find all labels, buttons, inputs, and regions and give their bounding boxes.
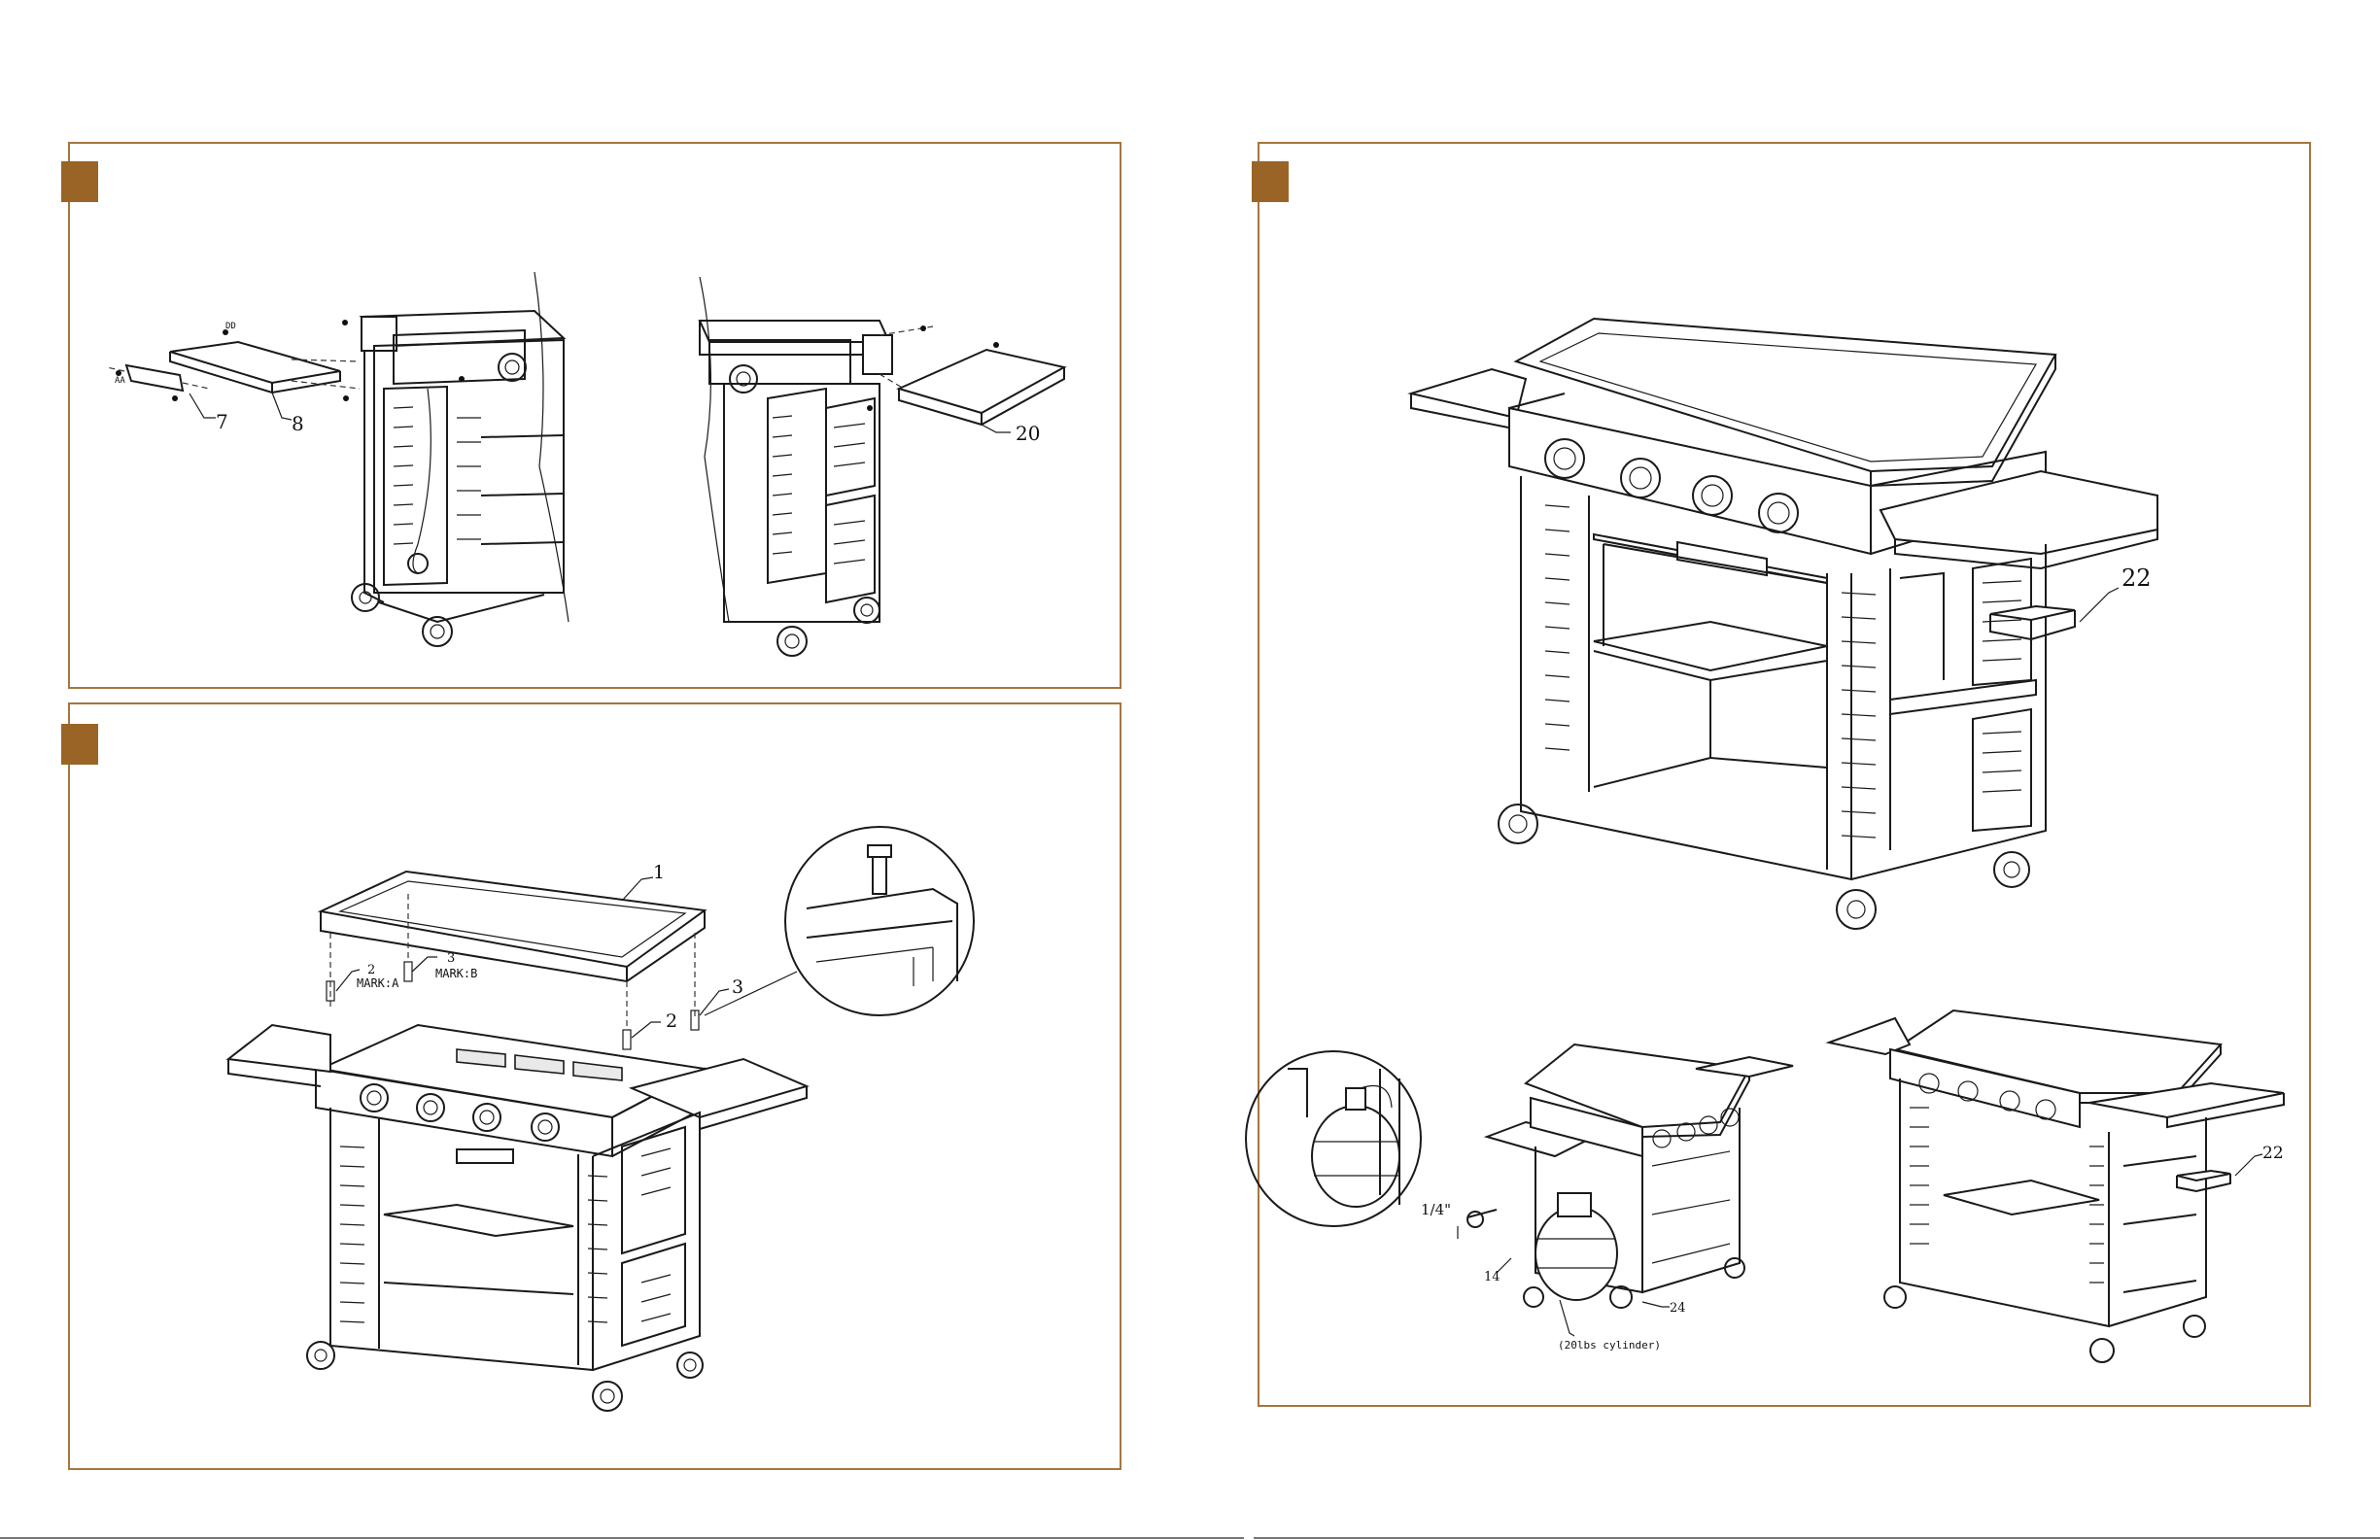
mark-a-label: MARK:A <box>357 976 399 990</box>
griddle-top-diagram <box>228 827 974 1411</box>
callout-2-right: 2 <box>666 1010 677 1032</box>
griddle-cart-diagram-final-small <box>1829 1010 2284 1362</box>
angle-label: 1/4" <box>1421 1201 1451 1218</box>
callout-20: 20 <box>1016 422 1040 445</box>
screw-label-dd: DD <box>225 322 236 331</box>
callout-14: 14 <box>1484 1270 1500 1284</box>
griddle-cart-diagram-right-side <box>700 277 1064 656</box>
callout-3-left: 3 <box>447 951 455 966</box>
callout-2-left: 2 <box>367 963 375 977</box>
callout-24: 24 <box>1670 1301 1686 1316</box>
callout-8: 8 <box>292 412 304 435</box>
callout-1: 1 <box>653 862 665 883</box>
propane-tank-diagram <box>1246 1044 1793 1336</box>
mark-b-label: MARK:B <box>435 967 477 980</box>
callout-22-small: 22 <box>2262 1144 2284 1163</box>
callout-3-right: 3 <box>732 976 743 998</box>
callout-22-main: 22 <box>2121 565 2152 592</box>
callout-7: 7 <box>216 410 228 433</box>
griddle-cart-diagram-main <box>1411 319 2157 929</box>
cylinder-label: (20lbs cylinder) <box>1558 1339 1661 1352</box>
griddle-cart-diagram-left-side <box>107 272 569 646</box>
nut-label-aa: AA <box>115 376 125 386</box>
